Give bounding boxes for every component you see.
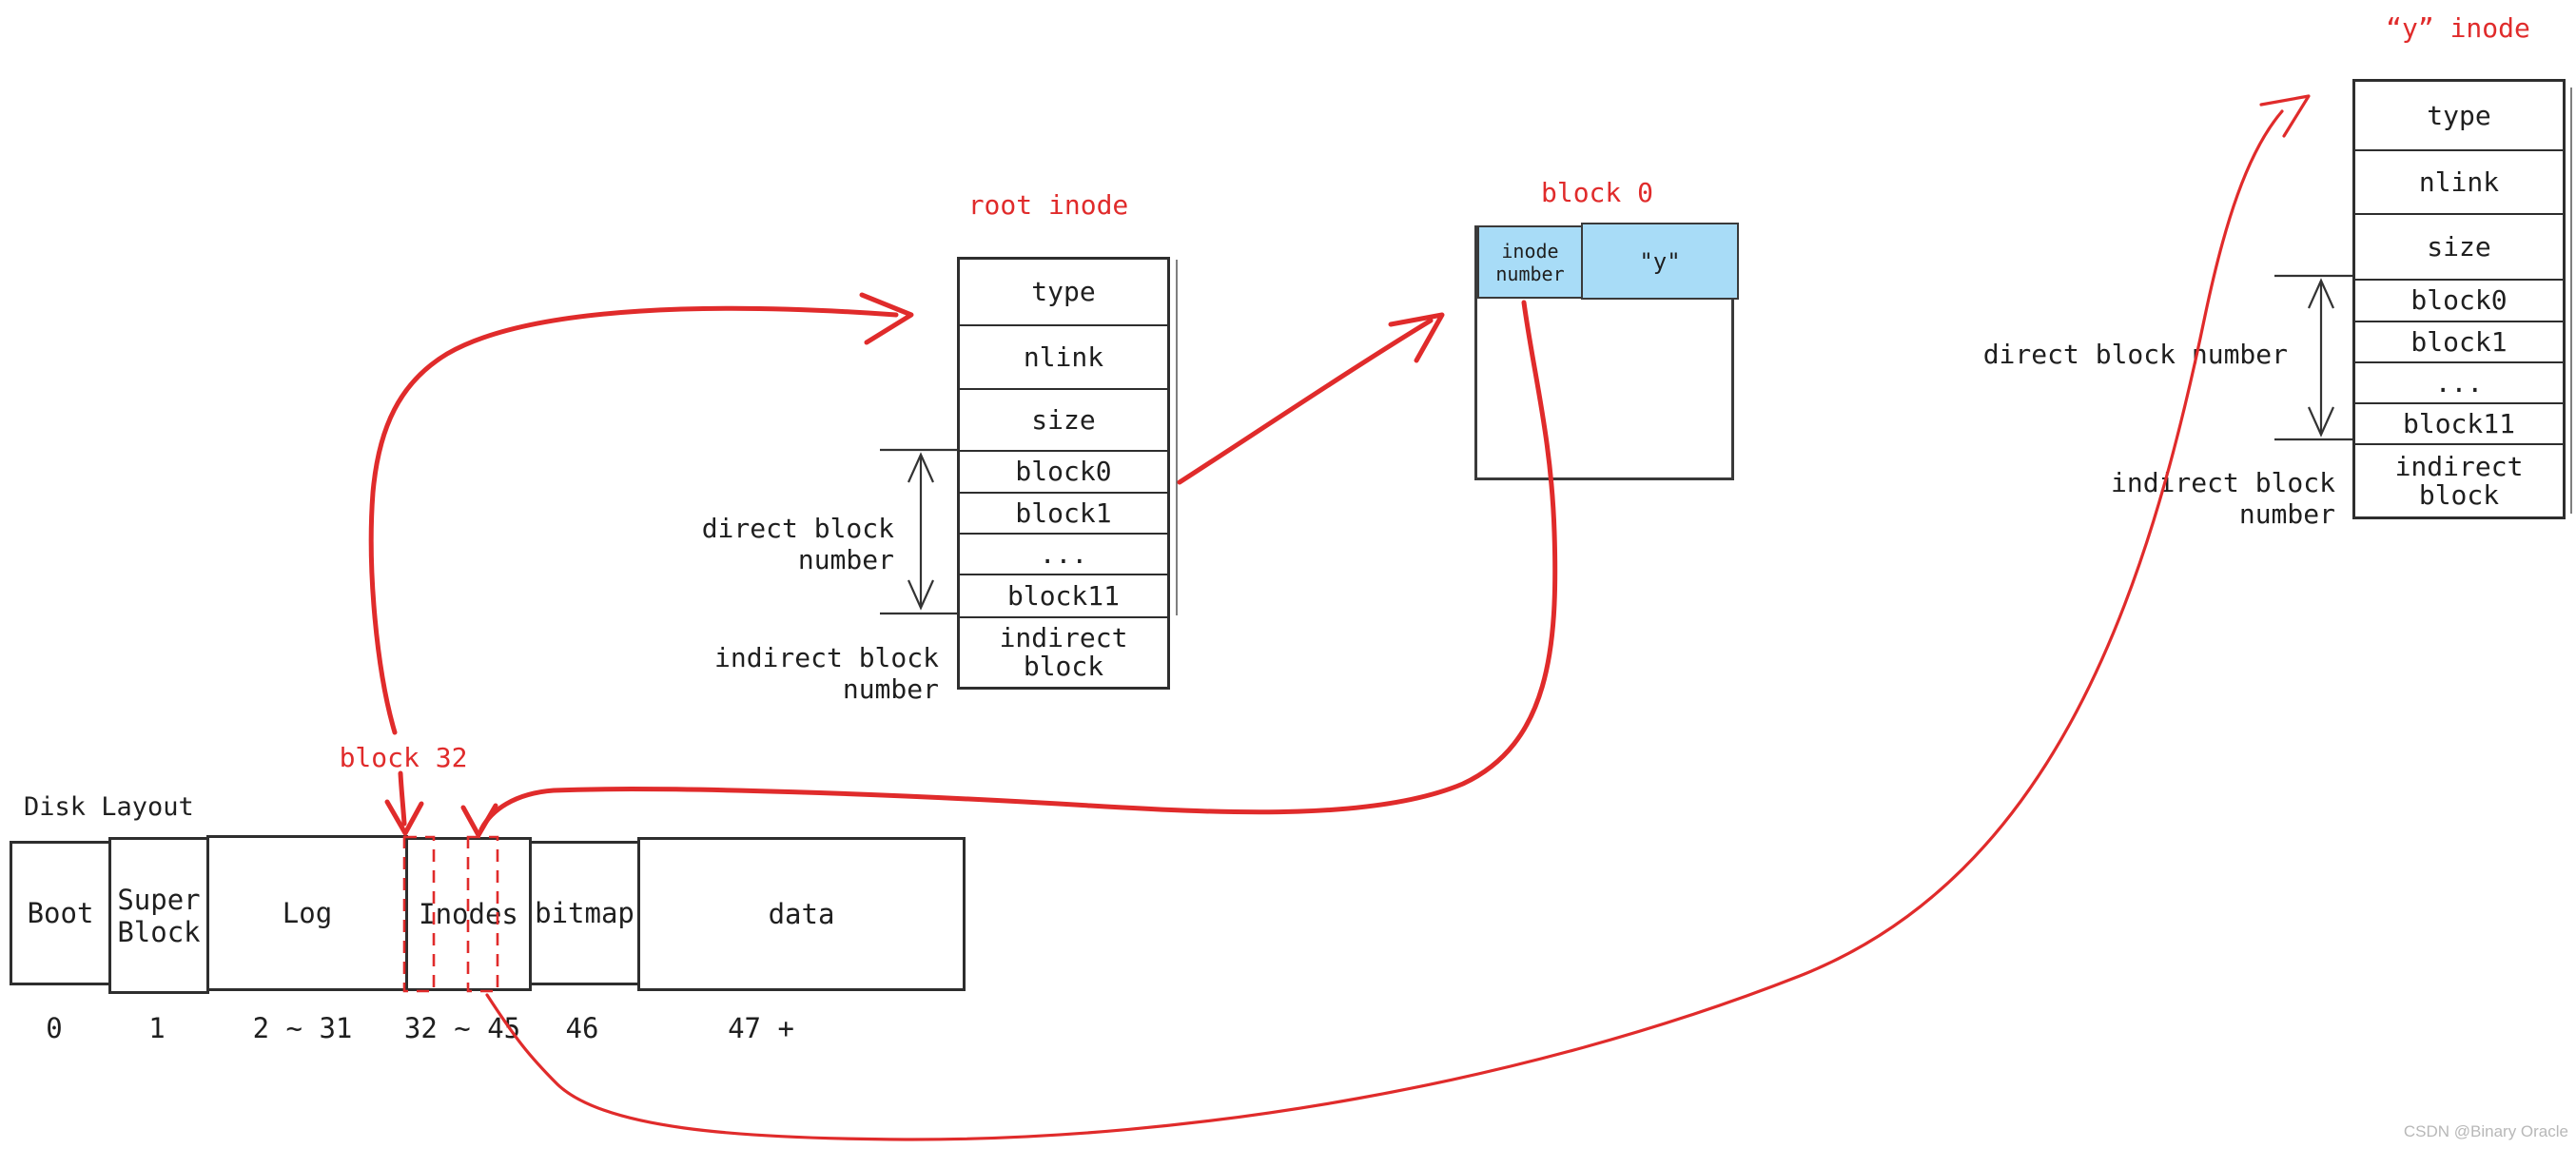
y-inode-row-nlink: nlink: [2355, 149, 2563, 213]
disk-layout-title: Disk Layout: [24, 792, 194, 822]
arrowhead-block32-icon: [384, 799, 424, 836]
y-inode-row-block0: block0: [2355, 279, 2563, 321]
disk-section-bitmap: bitmap: [529, 841, 640, 985]
arrowhead-inode-column-icon: [460, 803, 498, 838]
y-inode-table: type nlink size block0 block1 ... block1…: [2352, 79, 2566, 519]
root-inode-row-size: size: [960, 388, 1167, 450]
disk-range-data: 47 +: [728, 1012, 794, 1044]
disk-section-data: data: [637, 837, 966, 991]
block32-pointer-label: block 32: [339, 742, 468, 773]
arrowhead-down-icon: [2307, 406, 2335, 438]
y-inode-row-indirect: indirect block: [2355, 443, 2563, 516]
disk-section-boot: Boot: [10, 841, 111, 985]
y-inode-row-block1: block1: [2355, 321, 2563, 361]
block32-pointer-arrow: [398, 770, 407, 827]
block0-dirent-name-cell: "y": [1581, 223, 1739, 300]
curve-rootinode-to-block0: [1177, 318, 1434, 485]
direct-block-number-label-right: direct block number: [1982, 339, 2288, 370]
arrowhead-block0-icon: [1388, 312, 1445, 363]
watermark: CSDN @Binary Oracle: [2403, 1122, 2568, 1140]
root-inode-row-block0: block0: [960, 450, 1167, 492]
root-inode-row-block1: block1: [960, 492, 1167, 533]
direct-block-number-label-left: direct block number: [701, 513, 894, 575]
y-inode-row-type: type: [2427, 99, 2491, 131]
arrowhead-down-icon: [907, 579, 935, 611]
root-inode-row-indirect: indirect block: [960, 616, 1167, 687]
disk-section-superblock: Super Block: [108, 837, 209, 994]
y-inode-row-ellipsis: ...: [2355, 361, 2563, 402]
root-inode-table: type nlink size block0 block1 ... block1…: [957, 257, 1170, 690]
block0-title: block 0: [1540, 177, 1653, 208]
disk-range-bitmap: 46: [565, 1012, 599, 1044]
indirect-block-number-label-left: indirect block number: [713, 642, 939, 705]
y-inode-row-size: size: [2355, 213, 2563, 279]
disk-range-log: 2 ~ 31: [252, 1012, 353, 1044]
root-inode-row-ellipsis: ...: [960, 533, 1167, 574]
disk-section-inodes: Inodes: [405, 837, 532, 991]
indirect-block-number-label-right: indirect block number: [2110, 467, 2335, 530]
root-inode-title: root inode: [967, 189, 1129, 221]
disk-range-superblock: 1: [148, 1012, 166, 1044]
y-inode-row-block11: block11: [2355, 402, 2563, 443]
disk-range-boot: 0: [46, 1012, 63, 1044]
y-inode-title: “y” inode: [2386, 12, 2530, 44]
root-inode-row-nlink: nlink: [960, 324, 1167, 388]
arrowhead-root-inode-icon: [859, 292, 914, 345]
root-inode-row-block11: block11: [960, 574, 1167, 616]
disk-section-log: Log: [206, 835, 408, 991]
block0-dirent-inode-number-cell: inode number: [1477, 225, 1583, 299]
arrowhead-up-icon: [907, 452, 935, 483]
arrowhead-y-inode-icon: [2259, 94, 2311, 138]
root-inode-row-type: type: [1031, 276, 1096, 307]
arrowhead-up-icon: [2307, 278, 2335, 309]
